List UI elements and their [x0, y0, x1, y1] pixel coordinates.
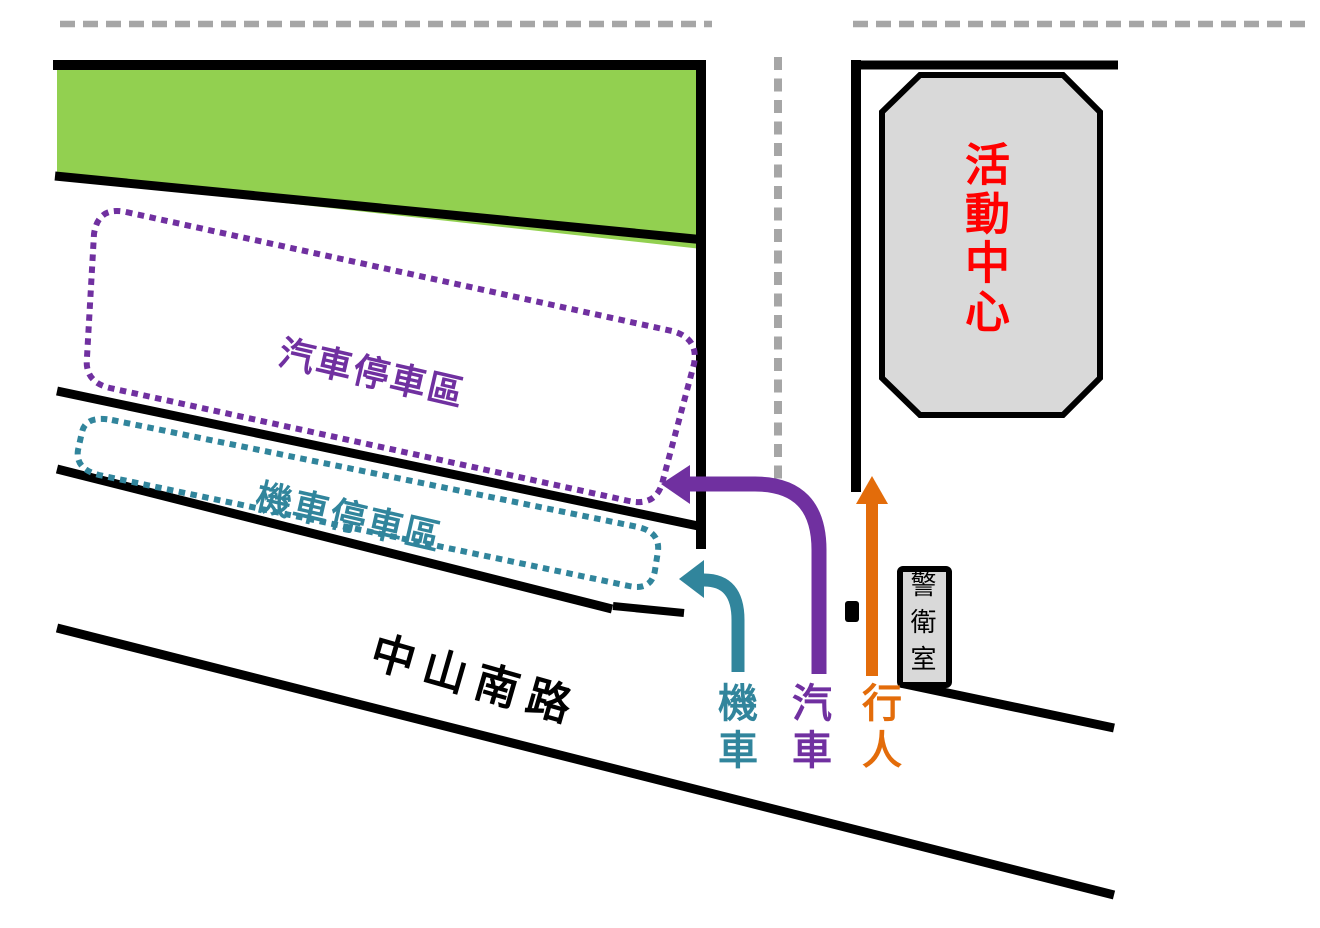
guard-room-box [897, 566, 952, 688]
pedestrian-route-arrowhead [856, 476, 888, 504]
lot-divider-line [56, 386, 704, 532]
activity-center-label: 活動中心 [958, 141, 1009, 337]
guard-room-label: 警衛室 [907, 571, 937, 682]
car-route-arrowhead [661, 465, 690, 504]
green-area [57, 66, 702, 249]
gate-post-dot [845, 601, 859, 622]
car-parking-zone-outline [83, 208, 698, 505]
legend-moto-label: 機車 [712, 682, 756, 776]
activity-center-building [879, 72, 1103, 418]
entrance-curb-line [612, 602, 685, 617]
legend-car-label: 汽車 [786, 682, 830, 776]
road-far-edge-line [55, 623, 1116, 900]
moto-route-arrow [703, 573, 745, 672]
green-area-bottom-border [54, 171, 706, 245]
moto-parking-zone-outline [74, 415, 662, 590]
moto-route-arrowhead [679, 560, 704, 598]
legend-pedestrian-label: 行人 [856, 682, 900, 776]
lot-lower-edge-line [55, 464, 614, 614]
car-route-arrow [690, 476, 827, 674]
driveway-right-edge-line [899, 678, 1115, 733]
